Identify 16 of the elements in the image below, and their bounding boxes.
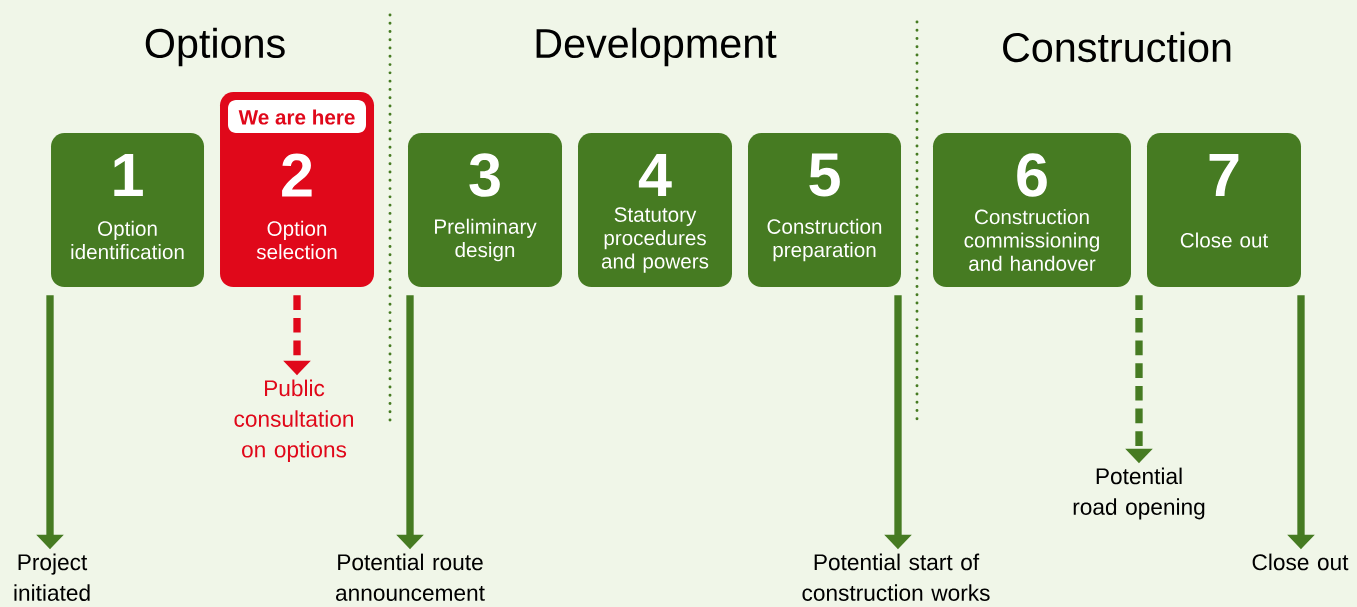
stage-box: 4 Statutory procedures and powers xyxy=(578,133,732,287)
stage-box: 3 Preliminary design xyxy=(408,133,562,287)
milestone-label: Potential road opening xyxy=(1073,467,1205,520)
milestone-label: Project initiated xyxy=(14,553,90,601)
stage-heading: Construction xyxy=(1003,31,1231,63)
highlighted-stage-box: We are here 2 Option selection xyxy=(220,92,374,287)
stage-heading: Development xyxy=(536,27,777,67)
stage-heading: Options xyxy=(145,27,285,67)
stage-box: 1 Option identification xyxy=(51,133,204,287)
stage-box: 6 Construction commissioning and handover xyxy=(933,133,1131,287)
stage-box: 5 Construction preparation xyxy=(748,133,901,287)
stage-box: 7 Close out xyxy=(1147,133,1301,287)
milestone-label: Potential start of construction works xyxy=(802,553,990,601)
milestone-label: Public consultation on options xyxy=(234,379,353,463)
milestone-label: Potential route announcement xyxy=(336,553,485,601)
milestone-label: Close out xyxy=(1252,553,1349,571)
